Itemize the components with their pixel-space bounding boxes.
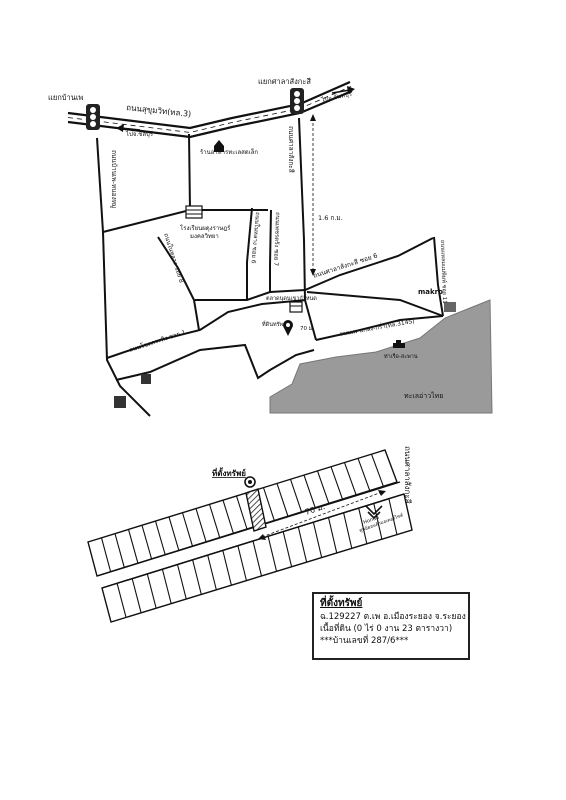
info-land-area: เนื้อที่ดิน (0 ไร่ 0 งาน 23 ตารางวา) (320, 624, 453, 634)
plot-divider (222, 550, 232, 586)
arrow-left-icon (116, 124, 141, 132)
plot-divider (327, 517, 338, 554)
plot-divider (388, 498, 398, 535)
honda-label: Honda (363, 515, 380, 526)
intersection-label-right: แยกศาลาสังกะสี (258, 77, 311, 86)
top-map: 1.6 ก.ม. (48, 77, 493, 417)
arrow-right-icon (331, 86, 355, 94)
property-label: ที่ตั้งทรัพย์ (212, 467, 246, 478)
traffic-light-icon (86, 104, 100, 130)
property-info-box: ที่ตั้งทรัพย์ ฉ.129227 ต.เพ อ.เมืองระยอง… (312, 592, 470, 660)
plot-divider (370, 453, 384, 487)
plot-divider (146, 573, 157, 609)
plot-divider (343, 462, 357, 496)
plot-divider (262, 487, 275, 521)
to-chonburi-label: ไปจ.ชลบุรี (125, 130, 154, 138)
sukhumvit-highway (67, 80, 353, 139)
bottom-map: ที่ตั้งทรัพย์ ถนนศาลาสังกะสี 70 ม. Honda… (87, 446, 413, 623)
plot-dividers-lower (116, 498, 398, 618)
property-label-top: ที่ดินทรัพย์ (262, 320, 287, 328)
plot-dividers-upper (100, 453, 384, 572)
info-house-number: ***บ้านเลขที่ 287/6*** (320, 636, 409, 646)
intersection-label-left: แยกบ้านเพ (48, 93, 83, 102)
restaurant-label: ร้านอาหารทะเลสดเล็ก (200, 147, 258, 156)
info-title: ที่ตั้งทรัพย์ (320, 598, 363, 609)
plot-divider (116, 583, 127, 618)
makro-label: makro (418, 288, 443, 296)
pier-icon (393, 340, 405, 348)
plot-divider (330, 466, 343, 500)
plot-divider (373, 503, 383, 540)
road-network (96, 117, 444, 417)
school-icon (185, 205, 203, 219)
plot-divider (276, 483, 289, 517)
plot-divider (357, 458, 371, 491)
plot-divider (127, 529, 139, 564)
property-plot (245, 488, 267, 532)
honda-logo-icon (365, 505, 383, 520)
plot-divider (289, 479, 303, 513)
soi11-label: ถนนแหลมแม่พิมพ์ ซอย 11 (439, 240, 448, 304)
plot-divider (154, 520, 166, 555)
highway-sign-icon (141, 374, 151, 384)
location-pin-icon (244, 476, 256, 488)
traffic-light-icon (290, 88, 304, 114)
info-title-deed: ฉ.129227 ต.เพ อ.เมืองระยอง จ.ระยอง (320, 612, 466, 622)
plot-divider (176, 564, 187, 600)
distance-label-bottom: 70 ม. (304, 502, 326, 517)
plot-row-lower (101, 493, 413, 623)
temple-icon (214, 140, 224, 152)
distance-arrow: 70 ม. (258, 490, 386, 540)
sukhumvit-label: ถนนสุขุมวิท(ทล.3) (126, 103, 192, 119)
distance-label: 1.6 ก.ม. (318, 214, 343, 222)
plot-row-upper (87, 449, 398, 577)
plot-divider (181, 512, 193, 547)
plot-divider (343, 512, 353, 549)
sea-area (269, 299, 493, 414)
plot-divider (114, 533, 125, 568)
plot-divider (131, 578, 142, 613)
makro-logo-icon (444, 302, 456, 312)
soi7-label: ถนนเพชรตรัง ซอย 7 (272, 212, 281, 266)
kratin-soi1-label: ถนนโขดกระทิง ซอย 1 (128, 328, 187, 354)
plot-divider (222, 500, 234, 534)
coastal-road-label: ถนนเพ-แกลง-กร่ำ(ทล.3145) (339, 317, 415, 338)
plot-divider (316, 470, 330, 504)
distance-small-label: 70 ม. (300, 326, 314, 332)
market-icon (289, 301, 303, 313)
school-label-2: มงคลวิทยา (190, 233, 219, 240)
distance-marker: 1.6 ก.ม. (310, 114, 343, 276)
plot-divider (141, 525, 153, 560)
sala-sangkasi-label-bottom: ถนนศาลาสังกะสี (403, 446, 412, 504)
school-label: โรงเรียนผดุงราษฎร์ (180, 224, 231, 232)
plot-divider (100, 537, 112, 572)
sala-sangkasi-road-label: ถนนศาลาสังกะสี (287, 126, 295, 173)
plot-divider (282, 531, 293, 567)
plot-divider (195, 508, 207, 542)
plot-divider (235, 495, 248, 530)
plot-divider (303, 474, 316, 508)
logo-icon (114, 396, 126, 408)
plot-divider (192, 559, 202, 595)
plot-divider (208, 504, 221, 538)
plot-divider (312, 522, 323, 558)
plot-divider (297, 526, 308, 563)
plot-divider (237, 545, 247, 581)
market-label: ตลาดนุดนเขากำหนด (266, 295, 317, 302)
location-pin-icon (283, 320, 293, 336)
soi8-label: ถนนในหลาง ซอย 8 (162, 232, 186, 284)
plot-divider (207, 554, 217, 590)
plot-divider (252, 540, 263, 577)
sea-label: ทะเลอ่าวไทย (404, 391, 443, 400)
plot-divider (161, 569, 172, 604)
plot-divider (168, 516, 180, 551)
plot-divider (358, 507, 368, 544)
plot-divider (267, 536, 278, 572)
pier-label: ท่าเรือ-สะพาน (384, 353, 418, 360)
ban-phe-road-label: ถนนบ้านเพ-หนองหมู (110, 150, 118, 208)
